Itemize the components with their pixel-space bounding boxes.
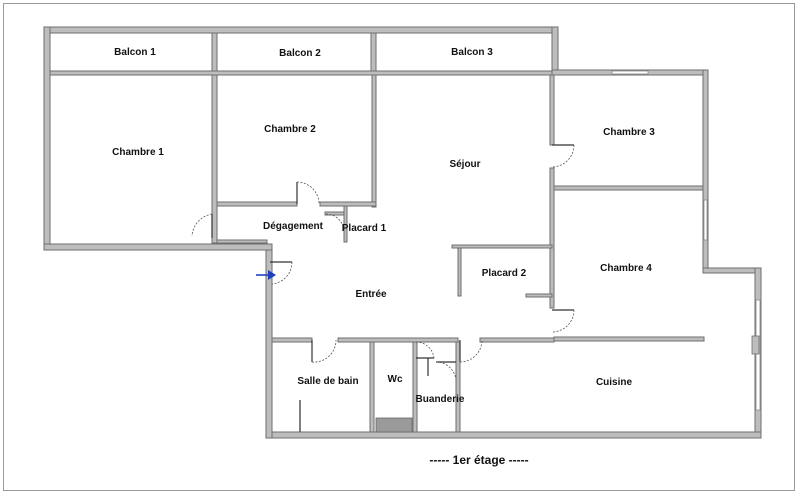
wall-chambre4-south (553, 336, 705, 342)
door-placard1-swing (325, 213, 345, 233)
windows (611, 70, 761, 411)
door-chambre2-swing (296, 181, 320, 205)
label-cuisine: Cuisine (596, 377, 633, 388)
label-buanderie: Buanderie (416, 394, 465, 405)
entry-arrow (256, 270, 276, 280)
door-chambre1-swing (191, 213, 213, 237)
window-chambre4 (703, 199, 708, 241)
floor-caption: ----- 1er étage ----- (429, 453, 528, 467)
door-bathroom-swing (311, 339, 337, 363)
label-chambre-2: Chambre 2 (264, 124, 316, 135)
door-chambre4-swing (551, 309, 575, 333)
label-sejour: Séjour (449, 159, 480, 170)
wall-east-upper (702, 69, 709, 273)
wall-bath-north-a (271, 337, 313, 343)
label-balcon-1: Balcon 1 (114, 47, 156, 58)
label-chambre-3: Chambre 3 (603, 127, 655, 138)
wall-sejour-east-b (549, 167, 555, 309)
door-laundry-swing (435, 361, 457, 381)
wall-placard1-side (343, 205, 348, 243)
wall-degagement-south (216, 239, 268, 244)
wall-south (265, 431, 762, 439)
wall-east-step (702, 267, 762, 274)
room-labels: Balcon 1 Balcon 2 Balcon 3 Chambre 1 Cha… (112, 47, 655, 405)
doors (191, 144, 575, 381)
window-chambre3 (611, 70, 649, 75)
wall-balcony-sep-2 (370, 32, 377, 74)
wall-bath-north-b (337, 337, 459, 343)
label-degagement: Dégagement (263, 221, 324, 232)
door-chambre3-swing (551, 144, 575, 168)
door-kitchen-swing (459, 339, 483, 363)
door-entrance-swing (271, 261, 293, 285)
label-salle-de-bain: Salle de bain (297, 376, 358, 387)
wall-wc-buanderie (412, 341, 418, 433)
wall-buanderie-kitchen (455, 341, 461, 433)
label-balcon-2: Balcon 2 (279, 48, 321, 59)
wall-placard2-west (457, 247, 462, 297)
wall-chambre2-south-b (319, 201, 377, 207)
wc-cabinet (375, 417, 413, 433)
kitchen-pillar (751, 335, 760, 355)
wall-west (43, 26, 51, 250)
window-kitchen (755, 299, 761, 411)
wall-placard2-top (451, 244, 553, 249)
wall-bath-wc (369, 341, 375, 433)
wall-chambre2-east (371, 74, 377, 208)
wall-kitchen-north (479, 337, 555, 343)
label-wc: Wc (388, 374, 403, 385)
wall-facade-north (49, 70, 553, 76)
wall-placard2-bottom (525, 293, 553, 298)
label-entree: Entrée (355, 289, 387, 300)
wall-chambre1-south (43, 243, 273, 251)
label-chambre-4: Chambre 4 (600, 263, 652, 274)
wall-chambre1-east (211, 74, 218, 244)
wall-balcony-sep-1 (211, 32, 218, 74)
wall-chambre3-south (553, 185, 704, 191)
door-wc-swing (415, 341, 435, 359)
label-chambre-1: Chambre 1 (112, 147, 164, 158)
label-placard-2: Placard 2 (482, 268, 527, 279)
wall-sejour-east-a (549, 74, 555, 146)
walls (43, 26, 762, 439)
plan-frame (3, 3, 795, 491)
label-placard-1: Placard 1 (342, 223, 387, 234)
wall-balcony-top (43, 26, 559, 34)
label-balcon-3: Balcon 3 (451, 47, 493, 58)
wall-chambre2-south-a (216, 201, 298, 207)
wall-balcony-east (551, 26, 559, 76)
